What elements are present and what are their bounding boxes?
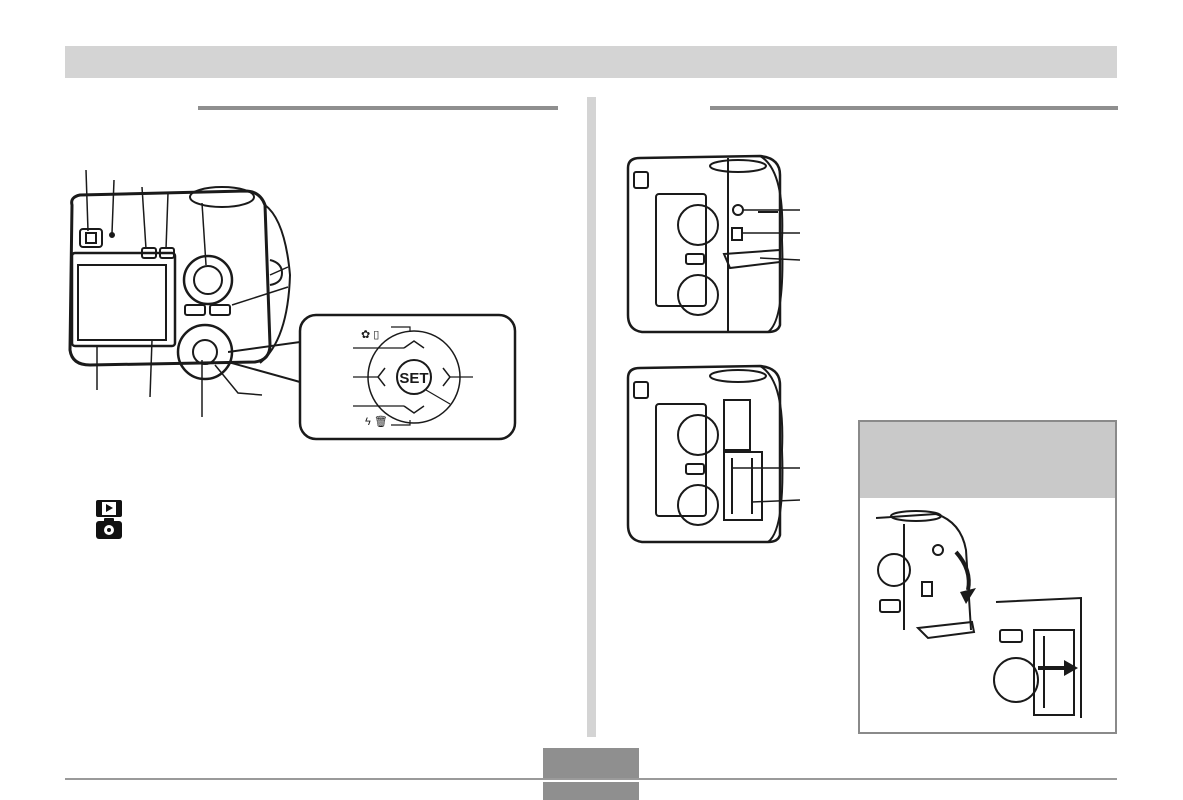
dpad-set-label: SET — [399, 370, 428, 387]
page-number-tab-lower — [543, 782, 639, 800]
header-band — [65, 46, 1117, 78]
page-number-tab — [543, 748, 639, 778]
camera-side-view-card-slot — [626, 364, 801, 544]
record-mode-icon — [96, 518, 122, 539]
footer-rule — [65, 778, 1117, 780]
flash-delete-icon: ϟ 🗑 — [365, 415, 388, 428]
camera-back-illustration — [68, 169, 292, 417]
dpad-zoom-callout: SET ✿ ▯ ϟ 🗑 — [228, 313, 517, 441]
note-box-illustration — [876, 510, 1082, 718]
left-section-rule — [198, 106, 558, 110]
column-divider — [587, 97, 596, 737]
note-box-header — [860, 422, 1115, 498]
macro-icon: ✿ ▯ — [361, 329, 379, 341]
playback-mode-icon — [96, 500, 122, 517]
right-section-rule — [710, 106, 1118, 110]
camera-side-view-terminals — [626, 154, 801, 334]
